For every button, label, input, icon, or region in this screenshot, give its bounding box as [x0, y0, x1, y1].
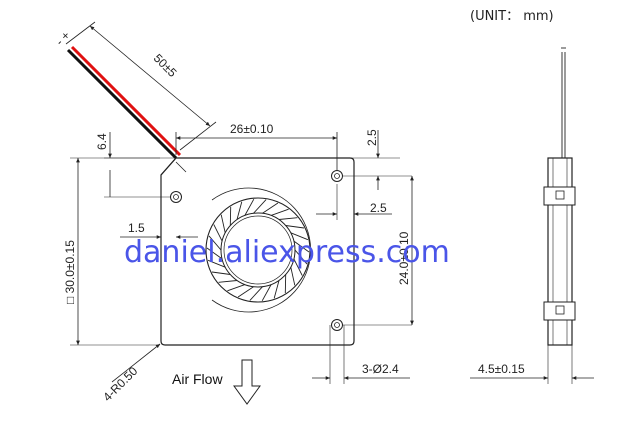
thickness-dimension: 4.5±0.15 [470, 345, 594, 384]
watermark-text: daniel.aliexpress.com [124, 235, 450, 270]
mounting-hole-bottom-right [331, 319, 343, 331]
hole-diameter-dimension: 3-Ø2.4 [312, 325, 410, 384]
impeller-blade [290, 232, 309, 241]
impeller-blade [261, 284, 272, 302]
top-width-dimension: 26±0.10 [175, 122, 338, 170]
air-flow-arrow-icon [233, 359, 261, 405]
thickness-label: 4.5±0.15 [478, 362, 525, 376]
overall-height-dimension: □ 30.0±0.15 [63, 157, 160, 346]
hole-right-gap-dimension: 2.5 [316, 184, 392, 220]
corner-radius-leader: 4-R0.50 [100, 343, 161, 404]
air-flow-indicator: Air Flow [172, 359, 261, 405]
impeller-blade [249, 286, 263, 301]
mounting-hole-top-left [170, 191, 182, 203]
impeller-blade [244, 198, 255, 216]
left-hole-offset-label: 1.5 [128, 221, 145, 235]
wire-offset-dimension: 6.4 [95, 132, 176, 198]
fan-housing-outline [160, 157, 355, 346]
mounting-hole-top-right [331, 170, 343, 182]
impeller-blade [236, 201, 243, 220]
impeller-blades [206, 198, 310, 302]
impeller-blade [293, 258, 303, 276]
hole-right-gap-label: 2.5 [370, 201, 387, 215]
wire-offset-label: 6.4 [95, 133, 109, 150]
cable-length-label: 50±5 [151, 51, 180, 80]
impeller-blade [211, 271, 231, 275]
fan-side-view [543, 47, 576, 346]
side-view-clip-top [543, 186, 576, 206]
impeller-blade [208, 235, 222, 251]
hole-pitch-label: 24.0±0.10 [397, 231, 411, 285]
side-view-body [547, 157, 573, 346]
impeller-blade [206, 247, 223, 260]
hole-diameter-label: 3-Ø2.4 [362, 362, 399, 376]
cable-length-dimension: 50±5 [65, 21, 217, 151]
impeller-blade [237, 286, 254, 298]
fan-front-view [160, 157, 355, 346]
top-gap-dimension: 2.5 [338, 129, 400, 190]
impeller-blade [253, 199, 267, 214]
wire-polarity-label: - + [53, 28, 73, 48]
corner-radius-label: 4-R0.50 [100, 364, 140, 404]
air-flow-label: Air Flow [172, 371, 223, 387]
impeller-blade [218, 280, 238, 283]
impeller-blade [220, 214, 226, 233]
impeller [205, 197, 311, 303]
top-gap-label: 2.5 [365, 129, 379, 146]
impeller-blade [262, 202, 279, 214]
impeller-blade [207, 259, 226, 268]
hole-pitch-dimension: 24.0±0.10 [397, 176, 414, 325]
overall-height-label: □ 30.0±0.15 [63, 240, 77, 304]
impeller-blade [278, 217, 298, 220]
left-hole-offset-dimension: 1.5 [120, 221, 198, 239]
impeller-blade [273, 280, 280, 299]
impeller-blade [290, 267, 296, 286]
side-view-clip-bottom [543, 301, 576, 321]
impeller-blade [294, 249, 308, 265]
unit-label: (UNIT： mm) [470, 9, 554, 24]
top-width-label: 26±0.10 [230, 122, 274, 136]
impeller-blade [227, 284, 246, 292]
impeller-blade [213, 224, 223, 242]
impeller-blade [285, 225, 305, 229]
impeller-blade [270, 208, 289, 216]
impeller-blade [293, 240, 310, 253]
